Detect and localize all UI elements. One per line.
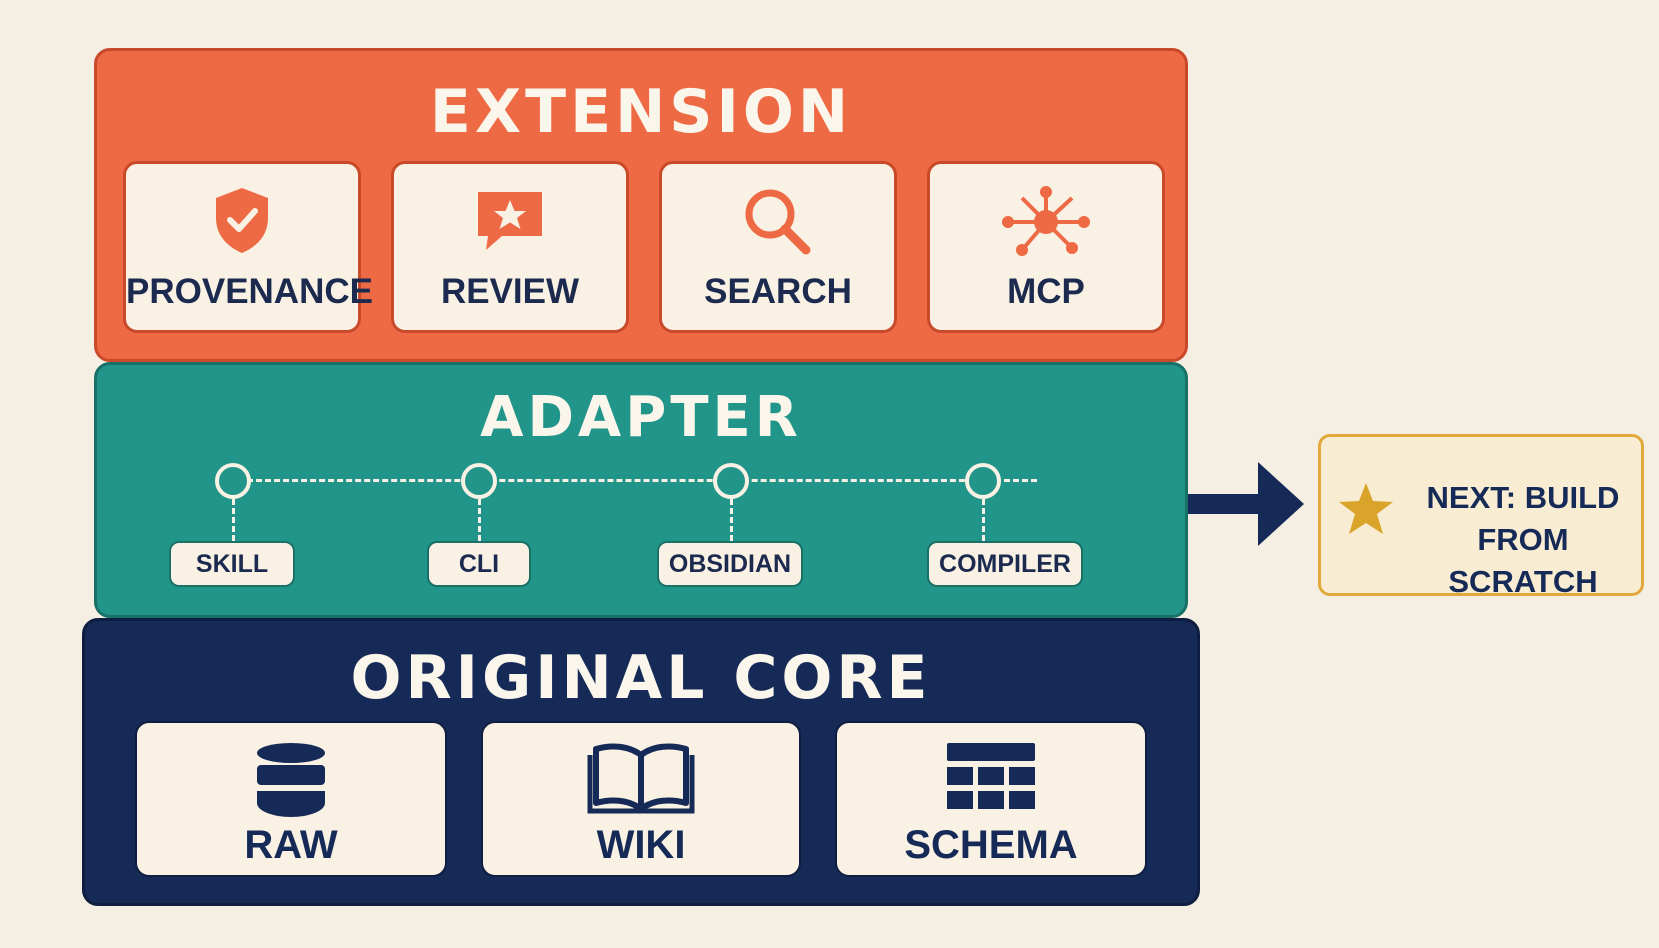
mcp-card[interactable]: MCP <box>927 161 1165 333</box>
next-step-text: NEXT: BUILD FROM SCRATCH <box>1413 477 1633 603</box>
compiler-pill[interactable]: COMPILER <box>927 541 1083 587</box>
adapter-layer: ADAPTER SKILL CLI OBSIDIAN COMPILER <box>94 362 1188 618</box>
schema-label: SCHEMA <box>904 823 1078 867</box>
next-line-1: NEXT: BUILD <box>1426 480 1620 515</box>
next-step-callout[interactable]: NEXT: BUILD FROM SCRATCH <box>1318 434 1644 599</box>
adapter-node <box>713 463 749 499</box>
raw-card[interactable]: RAW <box>135 721 447 877</box>
next-line-2: FROM SCRATCH <box>1448 522 1598 599</box>
extension-layer: EXTENSION PROVENANCE REVIEW SEARCH <box>94 48 1188 362</box>
adapter-stem <box>730 499 733 541</box>
magnifier-icon <box>662 184 894 256</box>
star-icon <box>1339 483 1393 534</box>
core-layer: ORIGINAL CORE RAW WIKI <box>82 618 1200 906</box>
shield-check-icon <box>126 184 358 256</box>
open-book-icon <box>483 741 799 817</box>
review-label: REVIEW <box>440 272 580 311</box>
adapter-stem <box>982 499 985 541</box>
provenance-label: PROVENANCE <box>126 272 373 311</box>
adapter-title: ADAPTER <box>480 385 802 450</box>
wiki-label: WIKI <box>596 823 686 867</box>
search-card[interactable]: SEARCH <box>659 161 897 333</box>
database-icon <box>137 741 445 817</box>
adapter-node <box>215 463 251 499</box>
provenance-card[interactable]: PROVENANCE <box>123 161 373 333</box>
search-label: SEARCH <box>704 272 852 311</box>
skill-pill[interactable]: SKILL <box>169 541 295 587</box>
core-title: ORIGINAL CORE <box>350 643 932 713</box>
raw-label: RAW <box>244 823 338 867</box>
right-arrow-icon <box>1188 462 1304 546</box>
chat-star-icon <box>394 184 626 256</box>
obsidian-pill[interactable]: OBSIDIAN <box>657 541 803 587</box>
adapter-stem <box>232 499 235 541</box>
review-card[interactable]: REVIEW <box>391 161 629 333</box>
adapter-stem <box>478 499 481 541</box>
schema-card[interactable]: SCHEMA <box>835 721 1147 877</box>
network-hub-icon <box>930 184 1162 256</box>
cli-pill[interactable]: CLI <box>427 541 531 587</box>
table-grid-icon <box>837 741 1145 817</box>
adapter-node <box>965 463 1001 499</box>
wiki-card[interactable]: WIKI <box>481 721 801 877</box>
extension-title: EXTENSION <box>429 77 853 147</box>
adapter-connector-line <box>247 479 1037 482</box>
adapter-node <box>461 463 497 499</box>
mcp-label: MCP <box>1007 272 1085 311</box>
